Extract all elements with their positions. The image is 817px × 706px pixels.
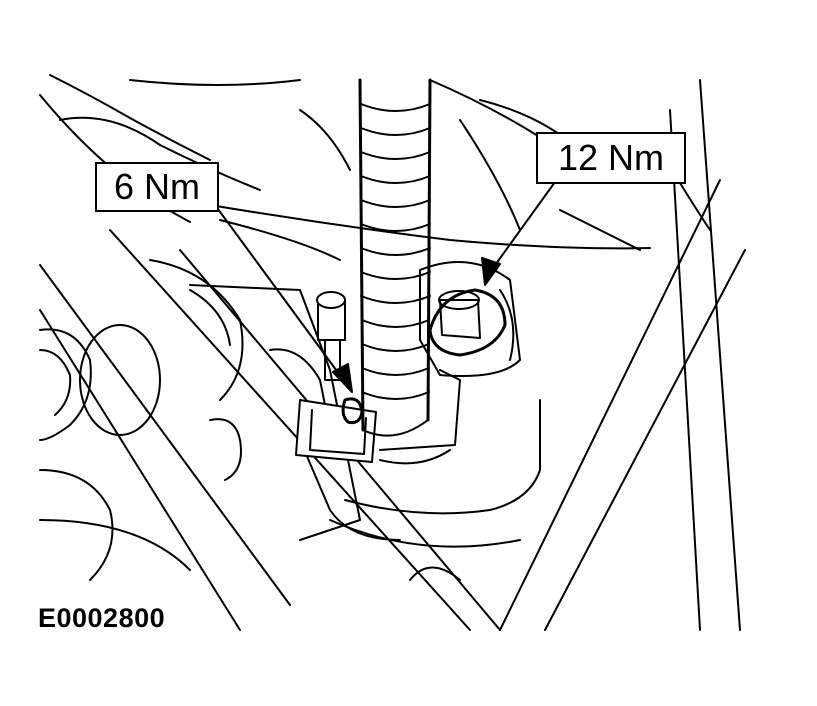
corrugated-hose bbox=[358, 78, 432, 437]
leader-lines bbox=[214, 181, 556, 379]
torque-label-6nm: 6 Nm bbox=[113, 166, 200, 207]
left-components bbox=[39, 259, 244, 581]
arrow-12nm-icon bbox=[481, 257, 501, 286]
mount-with-bolt bbox=[419, 261, 521, 377]
torque-callout-6nm: 6 Nm bbox=[95, 162, 219, 212]
figure-id-label: E0002800 bbox=[38, 603, 166, 633]
small-fastener bbox=[316, 291, 364, 424]
arrow-6nm-icon bbox=[332, 363, 353, 393]
torque-callout-12nm: 12 Nm bbox=[536, 132, 686, 184]
frame-rails bbox=[39, 79, 746, 631]
torque-label-12nm: 12 Nm bbox=[557, 137, 665, 178]
bracket-assembly bbox=[189, 284, 541, 581]
arrowheads bbox=[332, 257, 501, 393]
